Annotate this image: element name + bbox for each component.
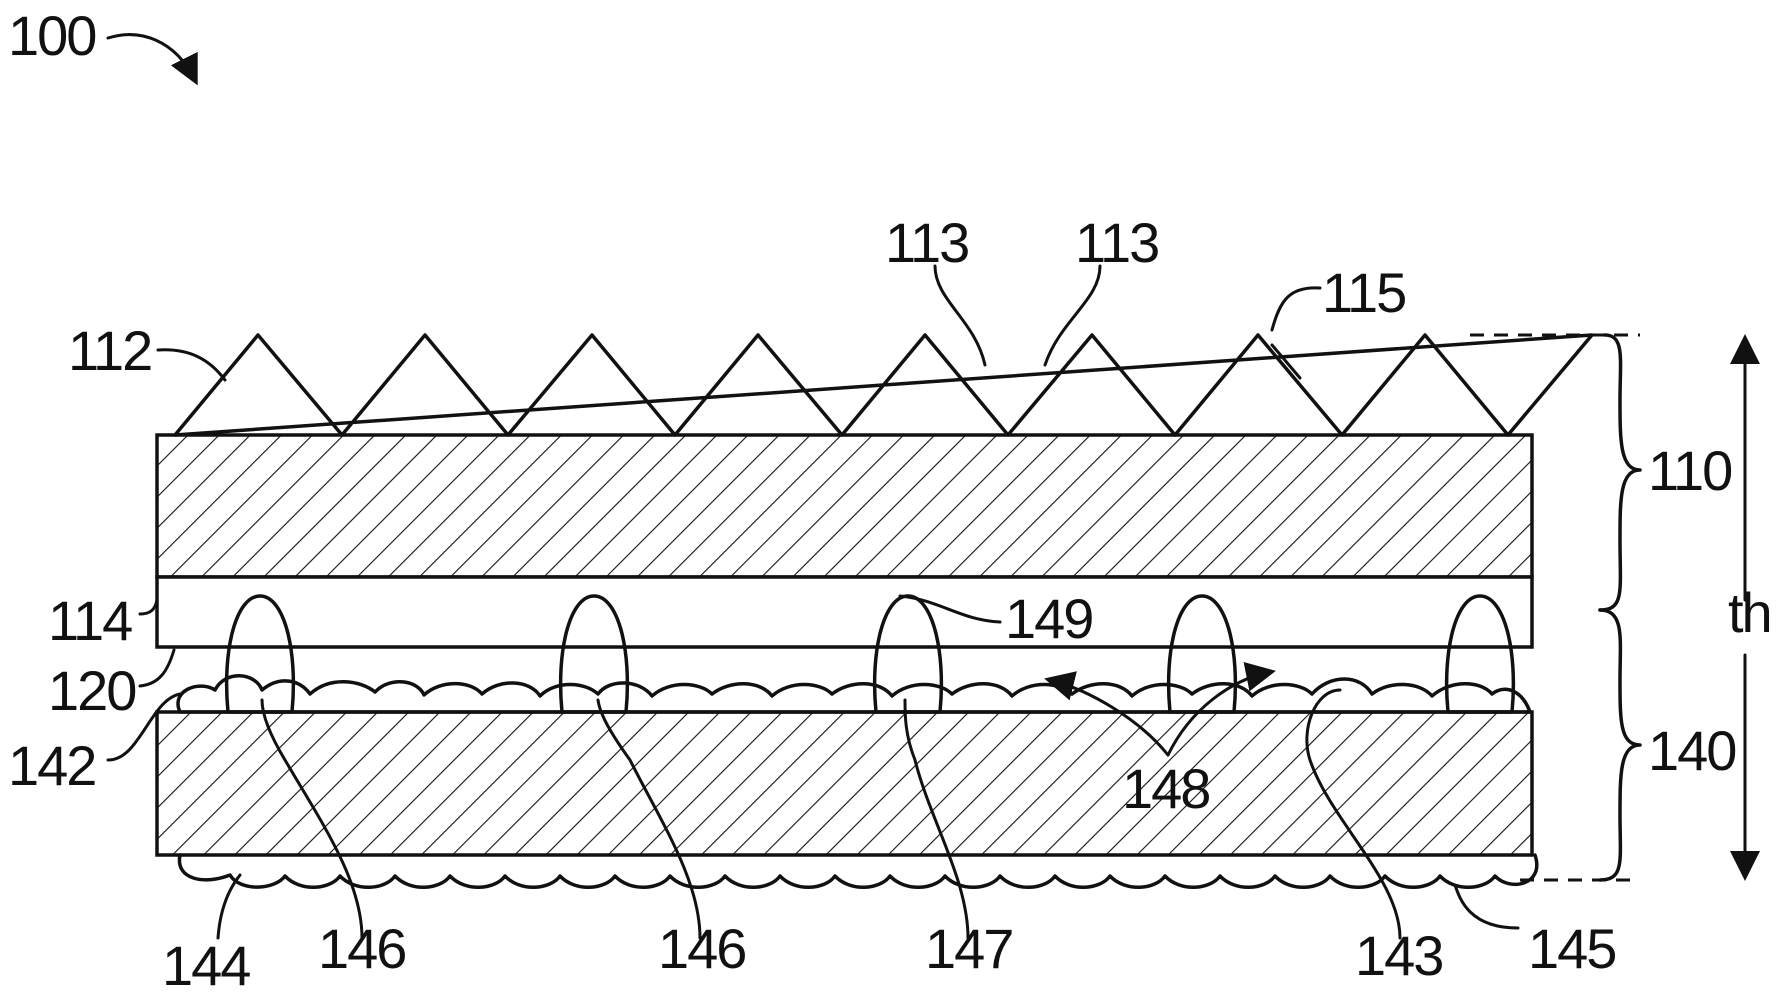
label-142: 142 <box>8 734 95 797</box>
label-146b: 146 <box>658 917 745 980</box>
adhesive-bumps-143 <box>176 674 1532 714</box>
leader-146b <box>596 698 702 940</box>
label-112: 112 <box>68 319 151 382</box>
bottom-bumps-144 <box>177 853 1539 889</box>
thickness-dimension <box>1470 333 1760 882</box>
brace-110 <box>1598 333 1642 612</box>
leader-113b <box>1043 264 1102 367</box>
spacers <box>224 594 1516 714</box>
label-113b: 113 <box>1075 211 1158 274</box>
bottom-substrate-140 <box>155 710 1534 857</box>
leader-144 <box>216 873 242 940</box>
spacer-146a <box>224 594 296 714</box>
label-110: 110 <box>1648 439 1731 502</box>
label-146a: 146 <box>318 917 405 980</box>
leader-148b <box>1166 662 1276 757</box>
label-120: 120 <box>48 659 135 722</box>
label-145: 145 <box>1528 917 1615 980</box>
label-144: 144 <box>162 934 250 994</box>
leader-113a <box>933 264 987 367</box>
top-substrate-110 <box>155 433 1534 579</box>
prism-layer-112 <box>173 333 1594 437</box>
label-th: th <box>1728 581 1771 644</box>
spacer-right <box>1444 594 1516 714</box>
leader-147 <box>903 698 970 940</box>
prism-top-sheen-115 <box>1270 343 1302 380</box>
spacer-148 <box>1166 594 1238 714</box>
leader-120 <box>138 648 176 688</box>
label-147: 147 <box>925 917 1012 980</box>
leader-145 <box>1453 883 1520 930</box>
leader-148a <box>1044 671 1170 757</box>
layer-114 <box>155 575 1534 649</box>
label-100: 100 <box>8 4 95 67</box>
label-115: 115 <box>1322 261 1405 324</box>
label-140: 140 <box>1648 719 1735 782</box>
leader-112 <box>156 348 227 382</box>
label-113a: 113 <box>885 211 968 274</box>
label-114: 114 <box>48 589 132 652</box>
leader-142 <box>106 692 182 762</box>
label-143: 143 <box>1355 924 1442 987</box>
leader-100 <box>106 33 198 86</box>
leader-143 <box>1305 688 1402 940</box>
prism-row <box>173 333 1594 437</box>
label-149: 149 <box>1005 587 1092 650</box>
brace-140 <box>1598 608 1642 882</box>
leader-115 <box>1270 286 1322 332</box>
label-148: 148 <box>1122 757 1209 820</box>
spacer-146b <box>558 594 630 714</box>
leader-149 <box>898 594 1002 624</box>
leader-114 <box>138 598 159 616</box>
leader-146a <box>260 698 364 940</box>
